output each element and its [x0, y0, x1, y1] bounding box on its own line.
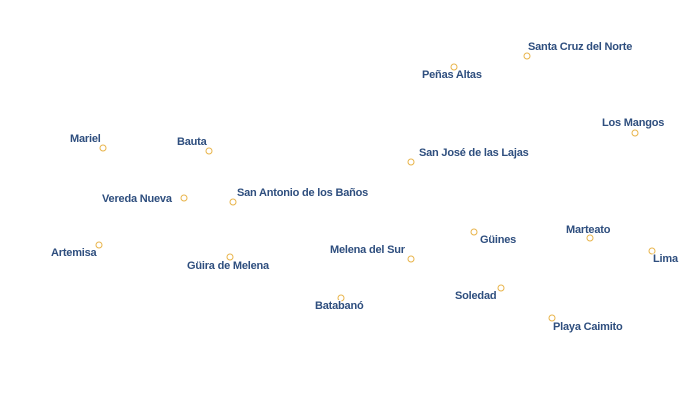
- place-marker-soledad[interactable]: [497, 284, 505, 292]
- place-marker-marteato[interactable]: [586, 234, 594, 242]
- place-marker-san-jose-de-las-lajas[interactable]: [407, 158, 415, 166]
- place-label-bauta: Bauta: [177, 136, 207, 148]
- place-marker-bauta[interactable]: [205, 147, 213, 155]
- place-label-santa-cruz-del-norte: Santa Cruz del Norte: [528, 41, 633, 53]
- place-marker-vereda-nueva[interactable]: [180, 194, 188, 202]
- place-label-los-mangos: Los Mangos: [602, 117, 665, 129]
- place-label-playa-caimito: Playa Caimito: [553, 321, 623, 333]
- place-label-batabano: Batabanó: [315, 300, 364, 312]
- place-label-san-antonio-de-los-banos: San Antonio de los Baños: [237, 187, 369, 199]
- place-marker-santa-cruz-del-norte[interactable]: [523, 52, 531, 60]
- place-marker-los-mangos[interactable]: [631, 129, 639, 137]
- place-marker-batabano[interactable]: [337, 294, 345, 302]
- place-label-penas-altas: Peñas Altas: [422, 69, 482, 81]
- place-marker-playa-caimito[interactable]: [548, 314, 556, 322]
- place-label-guines: Güines: [480, 234, 517, 246]
- place-marker-melena-del-sur[interactable]: [407, 255, 415, 263]
- place-label-soledad: Soledad: [455, 290, 497, 302]
- place-label-lima: Lima: [653, 253, 678, 265]
- place-label-guira-de-melena: Güira de Melena: [187, 260, 269, 272]
- place-label-melena-del-sur: Melena del Sur: [330, 244, 405, 256]
- place-marker-san-antonio-de-los-banos[interactable]: [229, 198, 237, 206]
- place-marker-lima[interactable]: [648, 247, 656, 255]
- place-label-marteato: Marteato: [566, 224, 611, 236]
- place-label-artemisa: Artemisa: [51, 247, 97, 259]
- place-marker-mariel[interactable]: [99, 144, 107, 152]
- place-label-vereda-nueva: Vereda Nueva: [102, 193, 172, 205]
- place-marker-penas-altas[interactable]: [450, 63, 458, 71]
- place-marker-artemisa[interactable]: [95, 241, 103, 249]
- place-marker-guines[interactable]: [470, 228, 478, 236]
- place-marker-guira-de-melena[interactable]: [226, 253, 234, 261]
- place-label-mariel: Mariel: [70, 133, 101, 145]
- place-label-san-jose-de-las-lajas: San José de las Lajas: [419, 147, 529, 159]
